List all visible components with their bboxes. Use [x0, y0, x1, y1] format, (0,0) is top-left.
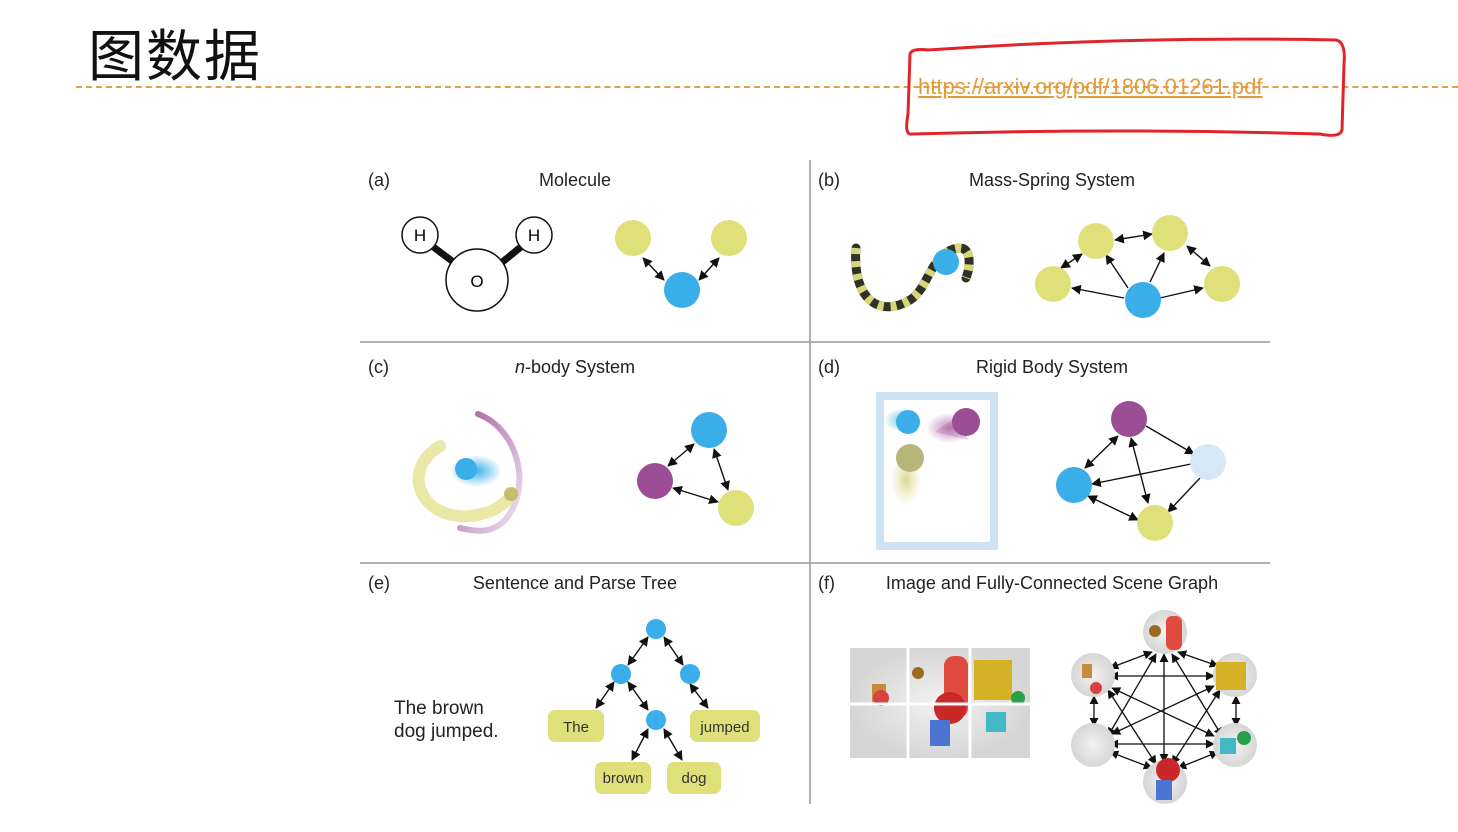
panel-d-letter: (d): [818, 357, 840, 377]
panel-c-letter: (c): [368, 357, 389, 377]
mass-spring-graph: [1035, 215, 1240, 318]
fully-connected-scene-graph: [1071, 610, 1257, 804]
atom-h-left: H: [414, 226, 426, 245]
word-jumped: jumped: [699, 719, 749, 736]
panel-f-letter: (f): [818, 573, 835, 593]
atom-h-right: H: [528, 226, 540, 245]
box-with-balls-illustration: [876, 392, 998, 550]
molecule-graph: [615, 220, 747, 308]
parse-tree-graph: [548, 619, 760, 794]
panel-c-n-body: (c) n-body System: [368, 357, 754, 534]
water-molecule-diagram: H O H: [401, 216, 553, 312]
panel-d-rigid-body: (d) Rigid Body System: [818, 357, 1226, 550]
panel-d-title: Rigid Body System: [976, 357, 1128, 377]
panel-b-title: Mass-Spring System: [969, 170, 1135, 190]
panel-f-scene-graph: (f) Image and Fully-Connected Scene Grap…: [818, 573, 1257, 804]
word-brown: brown: [603, 770, 644, 787]
word-the: The: [563, 719, 589, 736]
red-annotation-box: [905, 37, 1346, 137]
panel-b-mass-spring: (b) Mass-Spring System: [818, 170, 1240, 318]
panel-a-letter: (a): [368, 170, 390, 190]
slide-title: 图数据: [88, 25, 262, 90]
atom-o: O: [470, 272, 483, 291]
orbit-trails-illustration: [412, 411, 523, 534]
rigid-body-graph: [1056, 401, 1226, 541]
sentence-line-2: dog jumped.: [394, 721, 499, 742]
panel-a-title: Molecule: [539, 170, 611, 190]
panel-grid-lines: [360, 160, 1270, 804]
panel-c-title: n-body System: [515, 357, 635, 377]
panel-b-letter: (b): [818, 170, 840, 190]
word-dog: dog: [681, 770, 706, 787]
title-divider: [76, 86, 1458, 88]
scene-image-grid: [850, 648, 1030, 758]
source-link[interactable]: https://arxiv.org/pdf/1806.01261.pdf: [918, 74, 1263, 99]
panel-a-molecule: (a) Molecule H O H: [368, 170, 747, 312]
n-body-graph: [637, 412, 754, 526]
spring-chain-illustration: [851, 243, 974, 312]
panel-e-letter: (e): [368, 573, 390, 593]
panel-e-title: Sentence and Parse Tree: [473, 573, 677, 593]
panel-f-title: Image and Fully-Connected Scene Graph: [886, 573, 1218, 593]
panel-e-parse-tree: (e) Sentence and Parse Tree The brown do…: [368, 573, 760, 794]
sentence-line-1: The brown: [394, 698, 484, 719]
